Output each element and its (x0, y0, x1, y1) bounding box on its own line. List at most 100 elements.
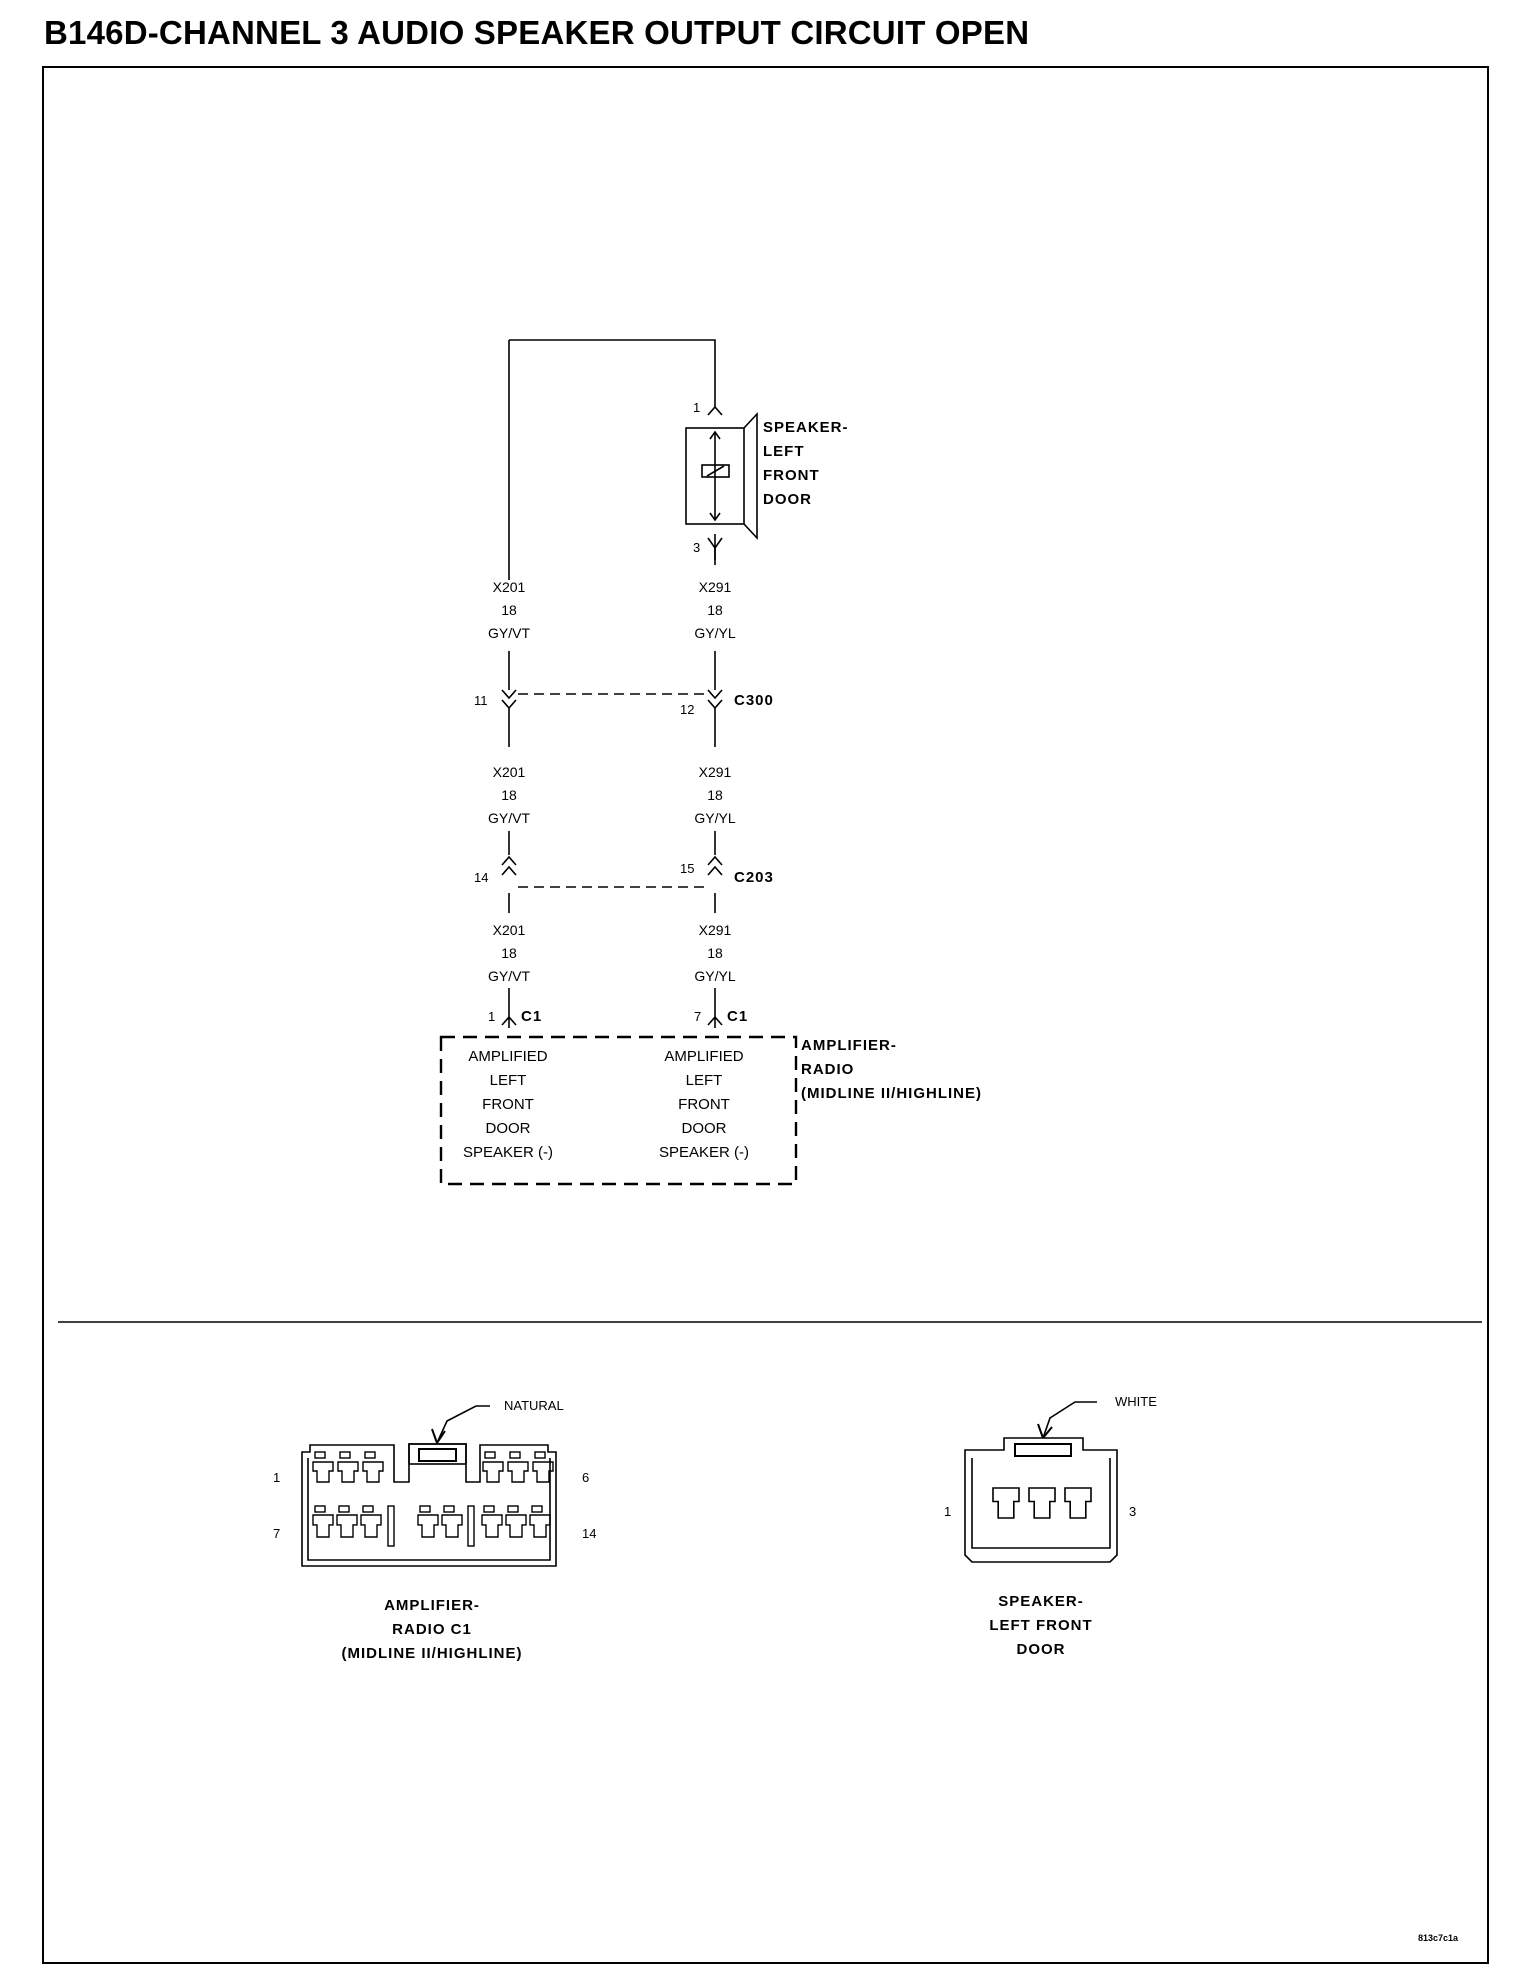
c203-right-symbol (707, 855, 723, 876)
wire-left-gauge-3: 18 (501, 945, 517, 961)
wire-left-color-3: GY/VT (488, 968, 530, 984)
c1-right-symbol (707, 1008, 723, 1028)
amp-view-pin-7: 7 (273, 1526, 280, 1541)
speaker-pin3-connector (707, 537, 723, 565)
amp-cavity (481, 1514, 503, 1538)
diagram-frame (42, 66, 1489, 1964)
amp-cavity-latch (364, 1451, 376, 1459)
wire-left-circuit-1: X201 (493, 579, 526, 595)
amplifier-label-line2: RADIO (801, 1061, 854, 1078)
amp-cavity-latch (339, 1451, 351, 1459)
speaker-cavity (1028, 1487, 1056, 1519)
amp-cavity (532, 1461, 554, 1483)
speaker-connector-pins (992, 1487, 1092, 1519)
c203-left-symbol (501, 855, 517, 876)
amp-cavity (360, 1514, 382, 1538)
c300-pin-left: 11 (474, 693, 488, 708)
amp-cavity (312, 1461, 334, 1483)
wire-left-gauge-1: 18 (501, 602, 517, 618)
amp-cavity (417, 1514, 439, 1538)
c1-left-symbol (501, 1008, 517, 1028)
amp-cavity (529, 1514, 551, 1538)
amp-cavity (337, 1461, 359, 1483)
wire-right-color-3: GY/YL (694, 968, 735, 984)
amp-connector-color-leader (436, 1405, 490, 1444)
wire-right-circuit-2: X291 (699, 764, 732, 780)
c300-pin-right: 12 (680, 702, 694, 717)
speaker-view-pin-3: 3 (1129, 1504, 1136, 1519)
amp-cavity-latch (484, 1451, 496, 1459)
c203-pin-right: 15 (680, 861, 694, 876)
speaker-label-line1: SPEAKER- (763, 419, 849, 436)
amp-left-function-5: SPEAKER (-) (463, 1144, 553, 1161)
amp-cavity (441, 1514, 463, 1538)
wire-left-circuit-2: X201 (493, 764, 526, 780)
c300-name: C300 (734, 692, 774, 709)
c300-right-symbol (707, 689, 723, 710)
amp-right-function-3: FRONT (678, 1096, 730, 1113)
speaker-view-label-3: DOOR (1017, 1641, 1066, 1658)
amp-cavity-latch (419, 1505, 431, 1513)
amp-cavity (312, 1514, 334, 1538)
amp-cavity (336, 1514, 358, 1538)
speaker-connector-color-leader (1042, 1401, 1097, 1439)
amp-view-pin-6: 6 (582, 1470, 589, 1485)
figure-id: 813c7c1a (1418, 1933, 1459, 1943)
wire-right-gauge-1: 18 (707, 602, 723, 618)
speaker-connector-face (964, 1401, 1118, 1563)
amp-view-pin-14: 14 (582, 1526, 596, 1541)
amp-cavity (362, 1461, 384, 1483)
amp-cavity-latch (507, 1505, 519, 1513)
speaker-view-color: WHITE (1115, 1394, 1157, 1409)
amp-connector-face (301, 1405, 557, 1567)
speaker-pin-top: 1 (693, 400, 700, 415)
amp-left-function-2: LEFT (490, 1072, 527, 1089)
amp-view-label-1: AMPLIFIER- (384, 1597, 480, 1614)
speaker-label-line2: LEFT (763, 443, 805, 460)
amp-right-function-2: LEFT (686, 1072, 723, 1089)
amp-cavity (482, 1461, 504, 1483)
speaker-label-line4: DOOR (763, 491, 812, 508)
amp-left-function-1: AMPLIFIED (468, 1048, 547, 1065)
amplifier-label-line1: AMPLIFIER- (801, 1037, 897, 1054)
wire-right-circuit-3: X291 (699, 922, 732, 938)
speaker-label-line3: FRONT (763, 467, 820, 484)
amp-connector-pins (312, 1451, 554, 1547)
speaker-cone (743, 411, 758, 541)
amp-center-post (387, 1505, 395, 1547)
speaker-pin1-connector (707, 405, 723, 416)
c300-left-symbol (501, 689, 517, 710)
speaker-view-pin-1: 1 (944, 1504, 951, 1519)
amp-right-function-5: SPEAKER (-) (659, 1144, 749, 1161)
c1-name-left: C1 (521, 1008, 542, 1025)
speaker-view-label-1: SPEAKER- (998, 1593, 1084, 1610)
wire-left-gauge-2: 18 (501, 787, 517, 803)
wire-left-circuit-3: X201 (493, 922, 526, 938)
speaker-view-label-2: LEFT FRONT (989, 1617, 1092, 1634)
amp-view-color: NATURAL (504, 1398, 564, 1413)
speaker-body (685, 427, 745, 525)
amp-cavity-latch (534, 1451, 546, 1459)
wire-right-color-2: GY/YL (694, 810, 735, 826)
amp-cavity-latch (509, 1451, 521, 1459)
wire-left-color-1: GY/VT (488, 625, 530, 641)
page-title: B146D-CHANNEL 3 AUDIO SPEAKER OUTPUT CIR… (44, 14, 1030, 51)
amplifier-label-line3: (MIDLINE II/HIGHLINE) (801, 1085, 982, 1102)
speaker-pin-bottom: 3 (693, 540, 700, 555)
speaker-coil (701, 464, 730, 478)
c203-pin-left: 14 (474, 870, 488, 885)
wire-right-gauge-3: 18 (707, 945, 723, 961)
wire-left-color-2: GY/VT (488, 810, 530, 826)
wire-right-gauge-2: 18 (707, 787, 723, 803)
amp-cavity-latch (531, 1505, 543, 1513)
wire-right-circuit-1: X291 (699, 579, 732, 595)
speaker-cavity (992, 1487, 1020, 1519)
amp-cavity-latch (314, 1505, 326, 1513)
amp-center-post (467, 1505, 475, 1547)
amp-view-pin-1: 1 (273, 1470, 280, 1485)
c1-name-right: C1 (727, 1008, 748, 1025)
amp-left-function-4: DOOR (486, 1120, 531, 1137)
amp-right-function-4: DOOR (682, 1120, 727, 1137)
wire-x201-top-loop (509, 339, 716, 408)
